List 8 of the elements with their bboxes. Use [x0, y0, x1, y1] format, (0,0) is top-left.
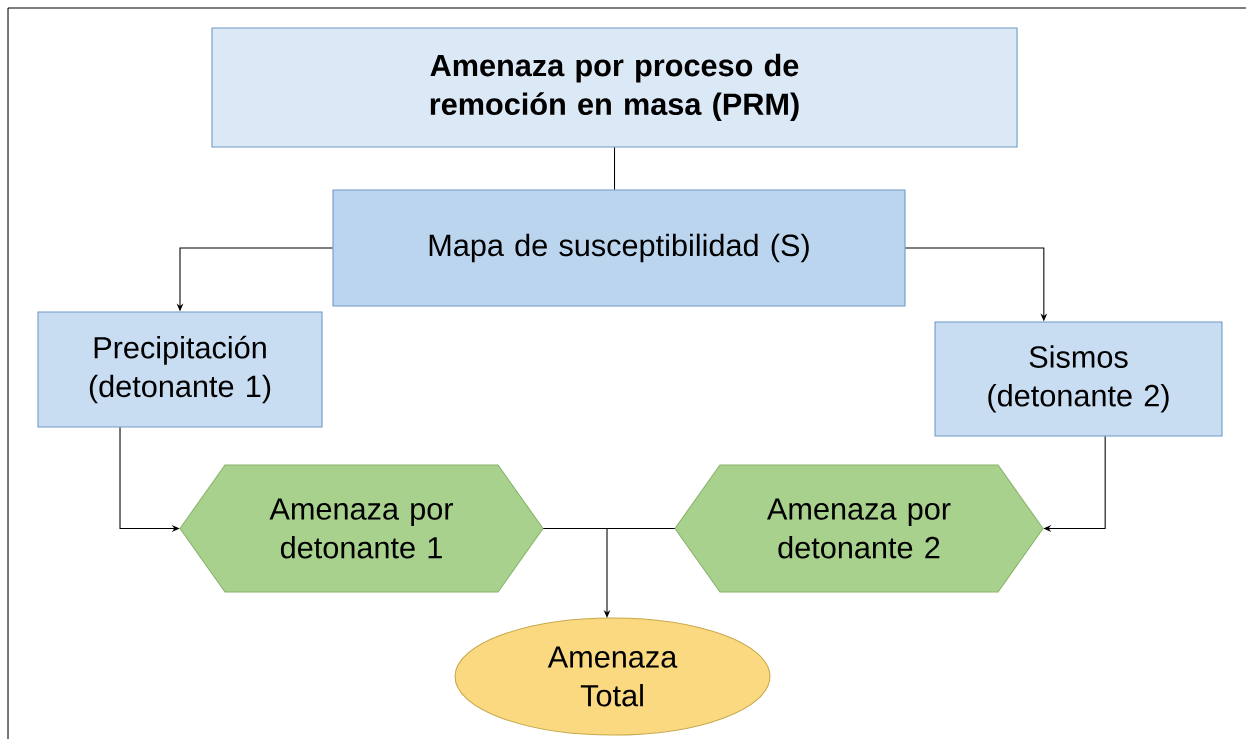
process-box: Mapa de susceptibilidad (S) — [332, 189, 906, 307]
arrow — [542, 527, 676, 618]
process-box: Amenaza por proceso de remoción en masa (PRM) — [211, 27, 1018, 148]
hexagon-box: Amenaza por detonante 2 — [674, 464, 1044, 593]
process-box: Sismos (detonante 2) — [934, 321, 1223, 437]
connector-line — [613, 146, 616, 190]
process-box: Precipitación (detonante 1) — [37, 311, 323, 428]
hexagon-box: Amenaza por detonante 1 — [179, 464, 544, 593]
